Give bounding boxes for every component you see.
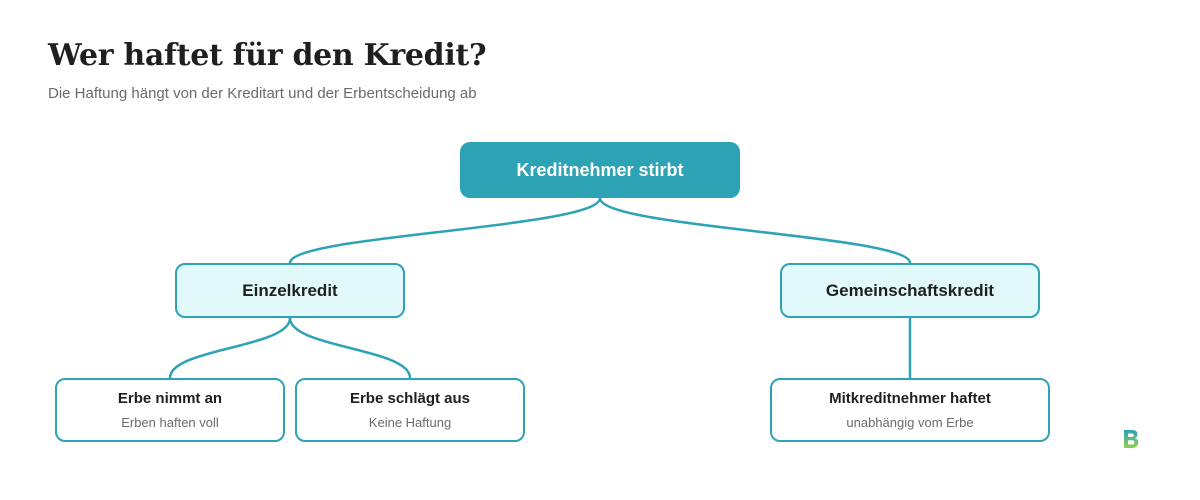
page-subtitle: Die Haftung hängt von der Kreditart und … bbox=[48, 85, 477, 102]
node-heir-declines-subtitle: Keine Haftung bbox=[368, 415, 452, 430]
node-co-borrower-title: Mitkreditnehmer haftet bbox=[829, 390, 991, 407]
node-co-borrower-liable: Mitkreditnehmer haftet unabhängig vom Er… bbox=[770, 378, 1050, 442]
connector-single-to-decline bbox=[288, 317, 412, 379]
node-heir-accepts-title: Erbe nimmt an bbox=[117, 390, 223, 407]
node-root-label: Kreditnehmer stirbt bbox=[516, 159, 684, 180]
node-heir-accepts-subtitle: Erben haften voll bbox=[121, 415, 219, 430]
connector-single-to-accept bbox=[168, 317, 292, 379]
node-single-credit: Einzelkredit bbox=[175, 263, 405, 318]
connector-root-to-single bbox=[288, 197, 602, 264]
node-heir-declines: Erbe schlägt aus Keine Haftung bbox=[295, 378, 525, 442]
node-heir-accepts: Erbe nimmt an Erben haften voll bbox=[55, 378, 285, 442]
node-joint-credit: Gemeinschaftskredit bbox=[780, 263, 1040, 318]
node-single-credit-label: Einzelkredit bbox=[242, 280, 338, 300]
b-logo-icon bbox=[1124, 430, 1139, 448]
node-heir-declines-title: Erbe schlägt aus bbox=[349, 390, 471, 407]
node-joint-credit-label: Gemeinschaftskredit bbox=[825, 280, 995, 300]
node-co-borrower-subtitle: unabhängig vom Erbe bbox=[846, 415, 974, 430]
page-title: Wer haftet für den Kredit? bbox=[48, 38, 487, 73]
connector-root-to-joint bbox=[598, 197, 912, 264]
node-root: Kreditnehmer stirbt bbox=[460, 142, 740, 198]
